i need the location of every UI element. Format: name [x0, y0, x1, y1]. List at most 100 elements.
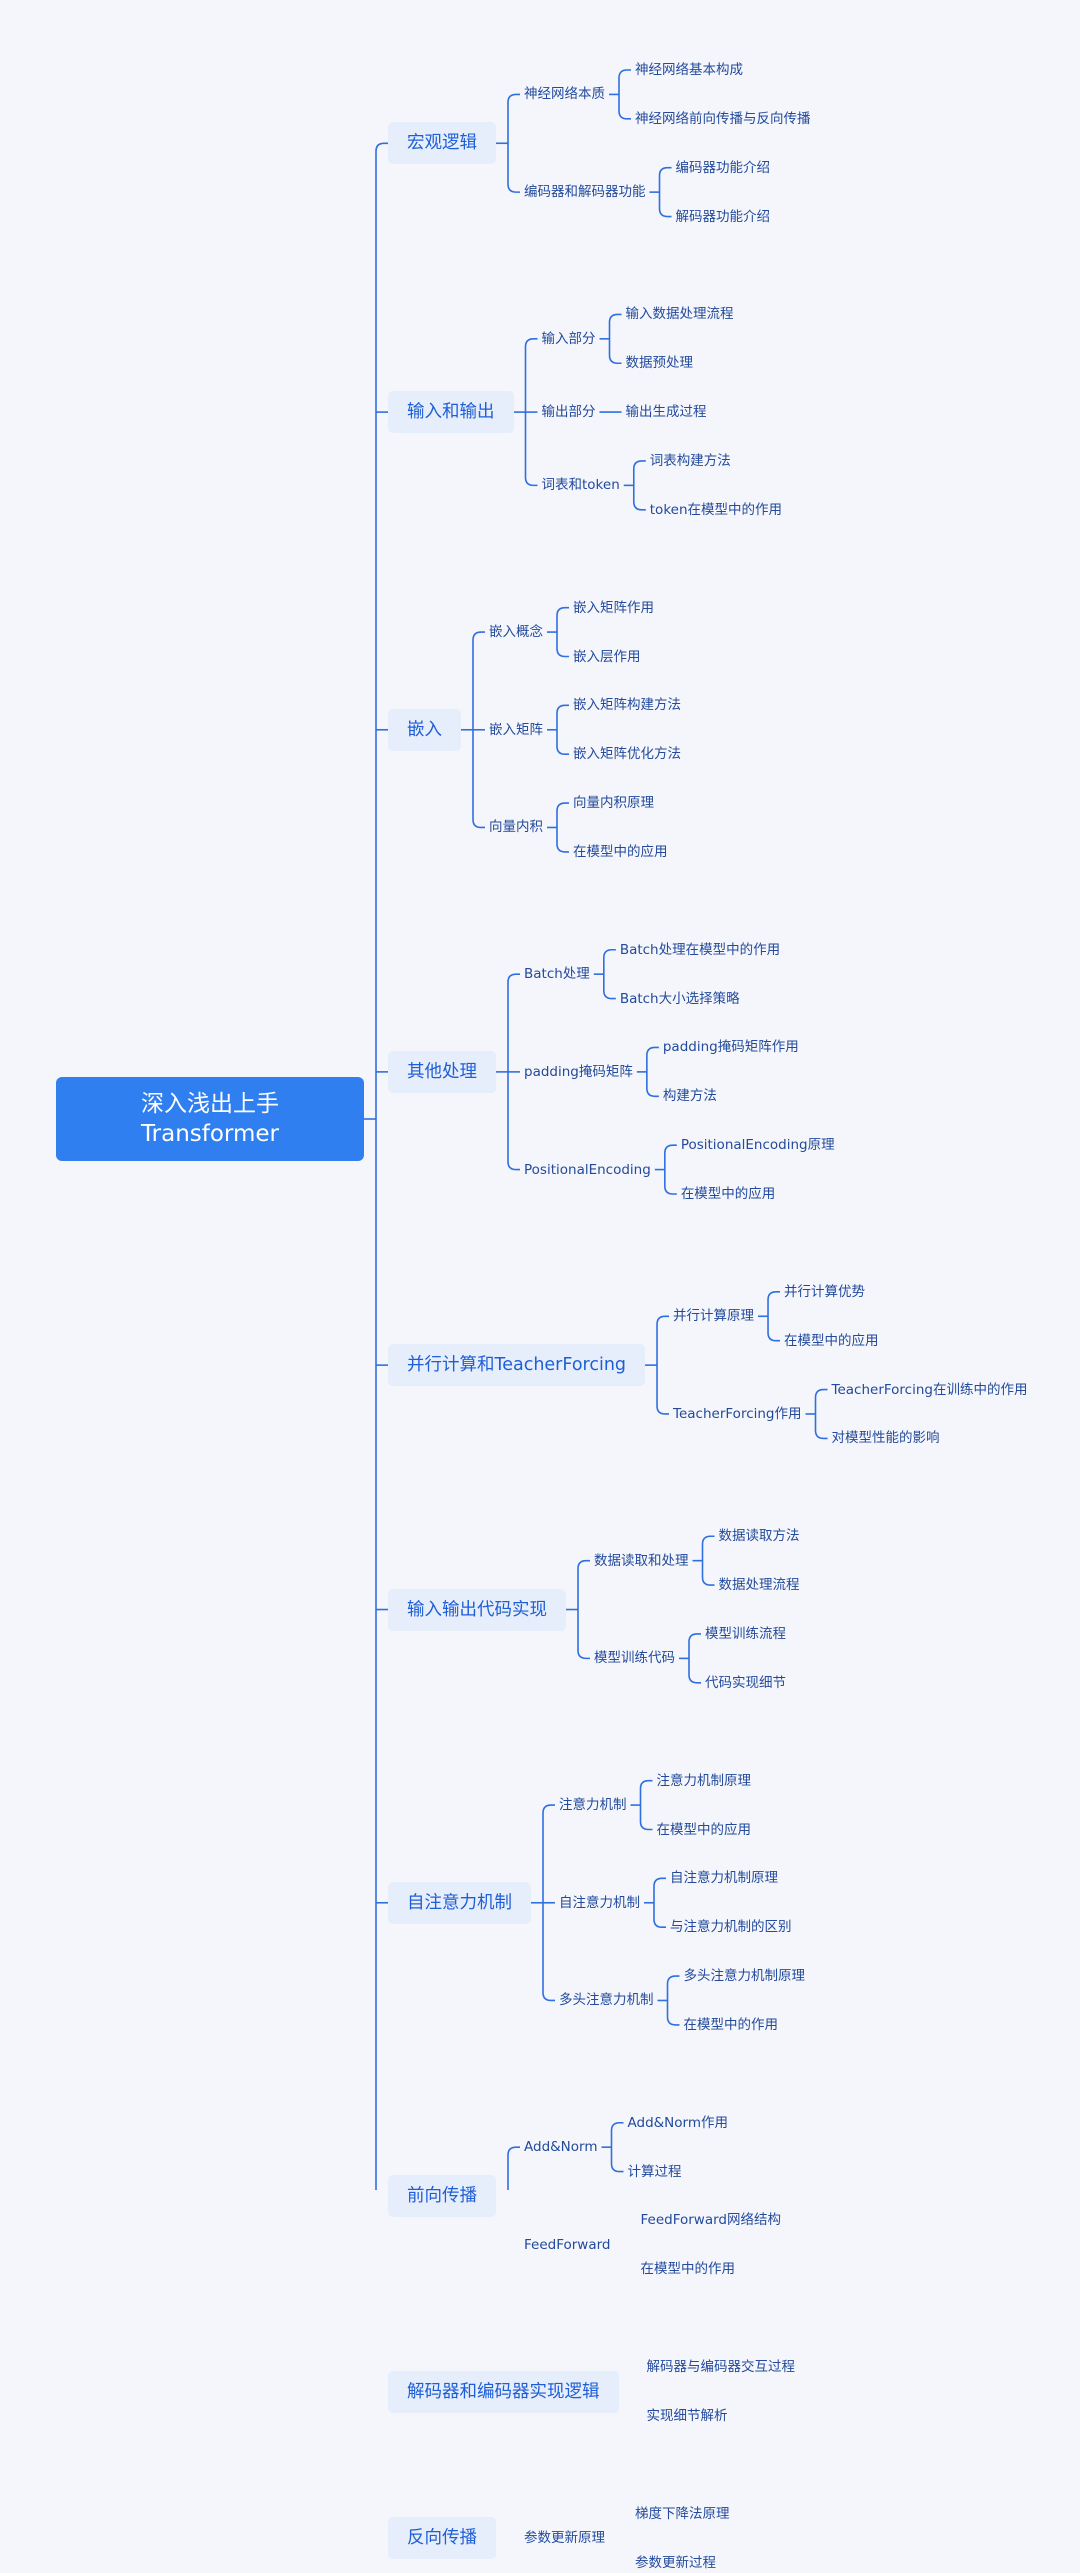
branch-node[interactable]: 宏观逻辑	[388, 122, 496, 165]
leaf-node[interactable]: 构建方法	[662, 1088, 717, 1105]
connector	[618, 69, 631, 120]
leaf-node[interactable]: 参数更新过程	[635, 2554, 716, 2571]
connector	[639, 1779, 653, 1831]
connector	[688, 1633, 701, 1684]
branch-node[interactable]: 解码器和编码器实现逻辑	[388, 2370, 619, 2413]
connector	[603, 948, 616, 1000]
leaf-node[interactable]: 在模型中的作用	[683, 2016, 779, 2033]
leaf-node[interactable]: 编码器功能介绍	[675, 159, 771, 176]
leaf-node[interactable]: 嵌入矩阵构建方法	[573, 697, 681, 714]
sub-topic-node[interactable]: padding掩码矩阵	[524, 1063, 633, 1080]
branch-node[interactable]: 自注意力机制	[388, 1881, 531, 1924]
connector	[632, 460, 646, 511]
sub-topic-node[interactable]: 嵌入矩阵	[489, 721, 543, 738]
leaf-node[interactable]: 嵌入层作用	[573, 648, 641, 665]
sub-topic-node[interactable]: 词表和token	[541, 477, 620, 494]
leaf-node[interactable]: 并行计算优势	[784, 1283, 866, 1300]
leaf-node[interactable]: 解码器与编码器交互过程	[646, 2359, 796, 2376]
leaf-node[interactable]: 神经网络前向传播与反向传播	[635, 110, 811, 127]
sub-topic-node[interactable]: 并行计算原理	[673, 1308, 755, 1325]
leaf-node[interactable]: 嵌入矩阵作用	[573, 599, 654, 616]
connector	[646, 1046, 659, 1098]
sub-topic-node[interactable]: Add&Norm	[524, 2139, 598, 2156]
connector	[658, 166, 672, 218]
leaf-node[interactable]: 向量内积原理	[573, 795, 654, 812]
sub-topic-node[interactable]: 编码器和解码器功能	[524, 184, 646, 201]
leaf-node[interactable]: 神经网络基本构成	[635, 62, 743, 78]
sub-topic-node[interactable]: 模型训练代码	[594, 1650, 675, 1667]
sub-topic-node[interactable]: 自注意力机制	[559, 1894, 640, 1911]
sub-topic-node[interactable]: 注意力机制	[559, 1797, 627, 1814]
connector	[375, 142, 388, 2190]
connector	[610, 2121, 624, 2173]
leaf-node[interactable]: 数据预处理	[625, 355, 694, 372]
connector	[656, 1315, 670, 1415]
mindmap-canvas: 深入浅出上手 Transformer 宏观逻辑 神经网络本质 神经网络基本构成神经网…	[56, 62, 1028, 2571]
branch-node[interactable]: 其他处理	[388, 1050, 496, 1093]
leaf-node[interactable]: 解码器功能介绍	[675, 208, 771, 225]
connector	[556, 802, 569, 853]
sub-topic-node[interactable]: 向量内积	[489, 819, 543, 836]
leaf-node[interactable]: 多头注意力机制原理	[683, 1968, 806, 1985]
connector	[767, 1291, 781, 1342]
leaf-node[interactable]: 代码实现细节	[705, 1674, 786, 1691]
leaf-node[interactable]: 梯度下降法原理	[635, 2505, 730, 2522]
leaf-node[interactable]: 在模型中的作用	[640, 2261, 736, 2278]
leaf-node[interactable]: token在模型中的作用	[649, 501, 783, 518]
leaf-node[interactable]: 注意力机制原理	[656, 1772, 752, 1789]
root-node[interactable]: 深入浅出上手 Transformer	[56, 1077, 364, 1161]
sub-topic-node[interactable]: 数据读取和处理	[594, 1552, 689, 1569]
leaf-node[interactable]: 与注意力机制的区别	[670, 1919, 792, 1936]
sub-topic-node[interactable]: PositionalEncoding	[524, 1161, 651, 1178]
branch-node[interactable]: 输入和输出	[388, 391, 514, 434]
leaf-node[interactable]: TeacherForcing在训练中的作用	[831, 1381, 1028, 1398]
branch-node[interactable]: 并行计算和TeacherForcing	[388, 1344, 646, 1387]
leaf-node[interactable]: 对模型性能的影响	[831, 1430, 940, 1447]
leaf-node[interactable]: PositionalEncoding原理	[680, 1137, 835, 1154]
root-title-line1: 深入浅出上手	[141, 1091, 279, 1117]
sub-topic-node[interactable]: 输入部分	[541, 330, 596, 347]
branch-node[interactable]: 前向传播	[388, 2175, 496, 2218]
connector	[556, 606, 569, 658]
leaf-node[interactable]: 自注意力机制原理	[670, 1870, 778, 1887]
sub-topic-node[interactable]: 多头注意力机制	[559, 1992, 654, 2009]
connector	[666, 1975, 680, 2026]
sub-topic-node[interactable]: 输出部分	[541, 404, 596, 421]
connector	[577, 1559, 590, 1660]
leaf-node[interactable]: Batch大小选择策略	[619, 990, 740, 1007]
leaf-node[interactable]: 在模型中的应用	[656, 1821, 752, 1838]
leaf-node[interactable]: 数据处理流程	[718, 1577, 800, 1594]
sub-topic-node[interactable]: 参数更新原理	[524, 2530, 605, 2547]
connector	[814, 1388, 828, 1440]
leaf-node[interactable]: 计算过程	[627, 2163, 682, 2180]
leaf-node[interactable]: 实现细节解析	[646, 2408, 728, 2424]
sub-topic-node[interactable]: 嵌入概念	[489, 624, 543, 641]
leaf-node[interactable]: 词表构建方法	[649, 452, 731, 469]
connector	[653, 1877, 666, 1928]
connector	[701, 1535, 715, 1586]
leaf-node[interactable]: 嵌入矩阵优化方法	[573, 746, 681, 763]
connector	[664, 1144, 677, 1195]
leaf-node[interactable]: padding掩码矩阵作用	[662, 1039, 799, 1056]
connector	[507, 2146, 520, 2190]
sub-topic-node[interactable]: 神经网络本质	[524, 86, 605, 103]
branch-node[interactable]: 输入输出代码实现	[388, 1588, 566, 1631]
connector	[507, 93, 520, 193]
leaf-node[interactable]: 在模型中的应用	[573, 843, 668, 860]
leaf-node[interactable]: 模型训练流程	[705, 1625, 786, 1642]
leaf-node[interactable]: 在模型中的应用	[784, 1332, 879, 1349]
sub-topic-node[interactable]: FeedForward	[524, 2236, 611, 2253]
connector	[556, 704, 569, 755]
leaf-node[interactable]: Batch处理在模型中的作用	[619, 941, 781, 958]
leaf-node[interactable]: 输入数据处理流程	[625, 306, 734, 323]
branch-node[interactable]: 嵌入	[388, 708, 461, 751]
connector-lines	[364, 69, 828, 2190]
leaf-node[interactable]: Add&Norm作用	[627, 2114, 729, 2131]
sub-topic-node[interactable]: TeacherForcing作用	[673, 1405, 802, 1422]
leaf-node[interactable]: 输出生成过程	[625, 404, 707, 421]
leaf-node[interactable]: 数据读取方法	[718, 1528, 800, 1545]
branch-node[interactable]: 反向传播	[388, 2517, 496, 2560]
sub-topic-node[interactable]: Batch处理	[524, 966, 590, 983]
leaf-node[interactable]: 在模型中的应用	[680, 1186, 776, 1202]
leaf-node[interactable]: FeedForward网络结构	[640, 2212, 782, 2229]
